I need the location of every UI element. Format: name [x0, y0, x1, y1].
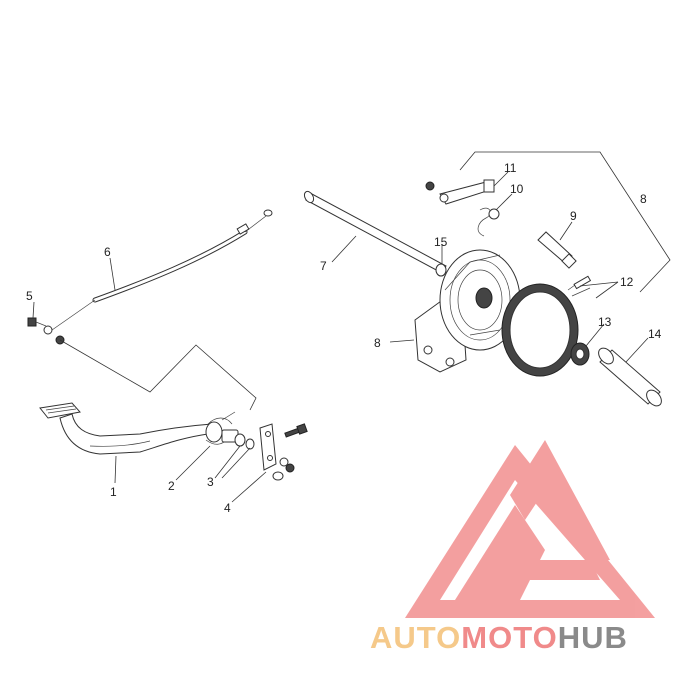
wheel-bearing [570, 342, 590, 366]
group-bracket-8 [459, 151, 671, 293]
callout-10: 10 [510, 182, 524, 196]
brake-cable [51, 209, 273, 331]
brake-cam [537, 231, 577, 269]
callout-6: 6 [104, 245, 111, 259]
group-bracket-cable [59, 339, 257, 411]
brake-shoes [501, 275, 592, 377]
axle-spacer [598, 347, 662, 407]
logo-text: AUTOMOTOHUB [370, 620, 628, 655]
callout-12: 12 [620, 275, 634, 289]
logo-text-auto: AUTO [370, 620, 461, 655]
callout-9: 9 [570, 209, 577, 223]
logo-text-hub: HUB [558, 620, 628, 655]
callout-11: 11 [504, 161, 517, 175]
callout-5: 5 [26, 289, 33, 303]
automotohub-logo [405, 440, 655, 618]
return-spring-clip [477, 207, 500, 237]
callout-13: 13 [598, 315, 612, 329]
callout-8-right: 8 [640, 192, 647, 206]
callout-14: 14 [648, 327, 662, 341]
logo-m-bar [480, 560, 600, 580]
brake-rod [303, 190, 447, 273]
callout-7: 7 [320, 259, 327, 273]
callout-15: 15 [434, 235, 448, 249]
brake-backing-plate [414, 249, 521, 373]
rod-washer [435, 263, 447, 277]
linkage-plate [259, 423, 308, 481]
callout-4: 4 [224, 501, 231, 515]
logo-m-right [510, 440, 610, 560]
pivot-washers [221, 429, 255, 450]
cable-bolt [27, 317, 65, 345]
callout-8-left: 8 [374, 336, 381, 350]
brake-pedal [39, 402, 213, 455]
logo-text-moto: MOTO [461, 620, 557, 655]
callout-2: 2 [168, 479, 175, 493]
callout-1: 1 [110, 485, 117, 499]
pedal-spring [205, 411, 236, 445]
cam-lever [425, 179, 495, 205]
callout-3: 3 [207, 475, 214, 489]
